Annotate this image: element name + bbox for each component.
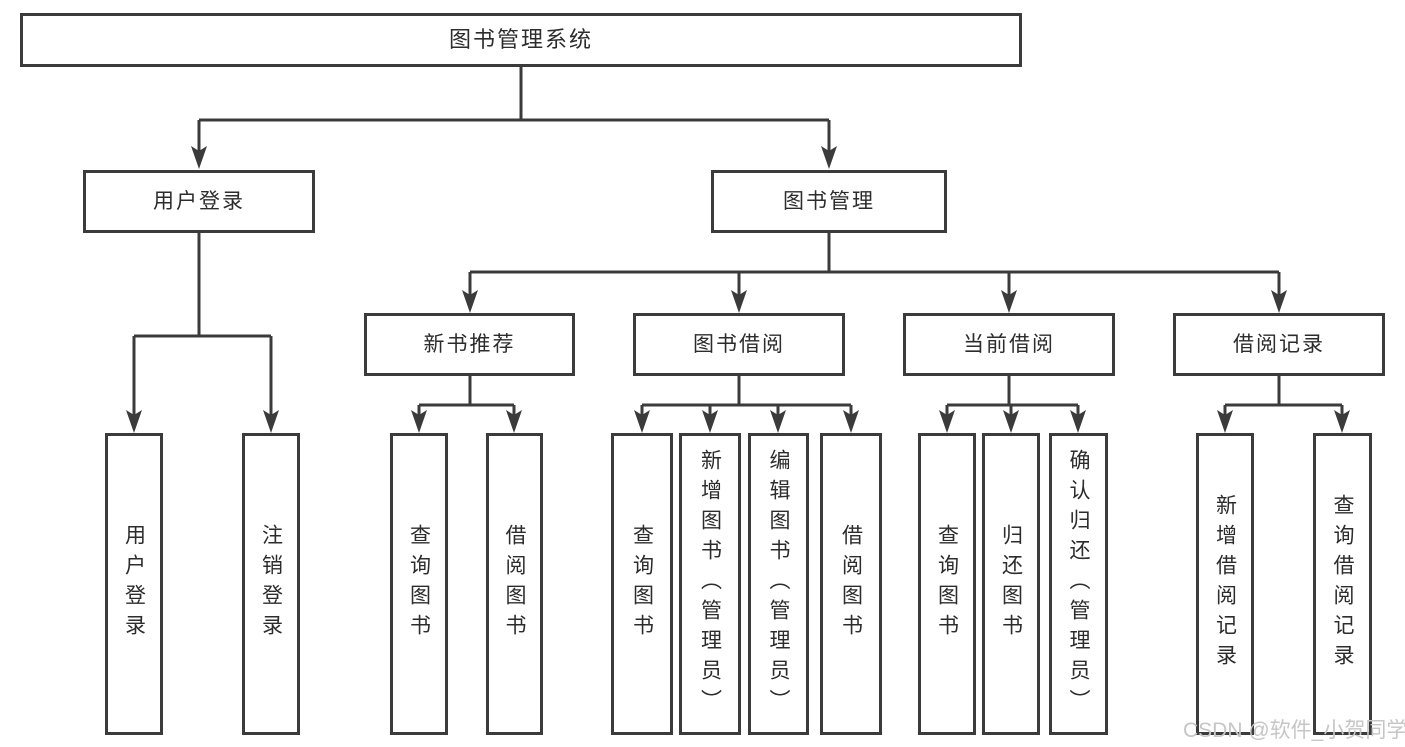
arrowhead bbox=[634, 410, 650, 433]
node-new-book-rec-label: 新书推荐 bbox=[423, 333, 516, 356]
node-leaf-bb-borrow-label: 借阅图书 bbox=[839, 524, 863, 644]
arrowhead bbox=[1334, 410, 1350, 433]
node-book-borrow-label: 图书借阅 bbox=[693, 333, 785, 356]
arrowhead bbox=[770, 410, 786, 433]
arrowhead bbox=[1271, 290, 1287, 313]
node-leaf-br-add-label: 新增借阅记录 bbox=[1213, 494, 1237, 674]
connector-user-login-branch bbox=[132, 233, 273, 417]
node-book-borrow: 图书借阅 bbox=[633, 313, 845, 376]
arrowhead bbox=[411, 410, 427, 433]
arrowhead bbox=[843, 410, 859, 433]
arrowhead bbox=[731, 290, 747, 313]
node-leaf-bb-edit: 编辑图书（管理员） bbox=[748, 433, 809, 735]
node-leaf-bb-add-label: 新增图书（管理员） bbox=[698, 449, 722, 719]
node-borrow-records-label: 借阅记录 bbox=[1233, 333, 1325, 356]
connector-current-borrow-branch bbox=[945, 376, 1080, 417]
node-leaf-cb-query: 查询图书 bbox=[918, 433, 976, 735]
arrowhead bbox=[462, 290, 478, 313]
node-current-borrow-label: 当前借阅 bbox=[963, 333, 1055, 356]
node-leaf-user-login-label: 用户登录 bbox=[122, 524, 146, 644]
node-leaf-user-login: 用户登录 bbox=[105, 433, 163, 735]
node-leaf-bb-edit-label: 编辑图书（管理员） bbox=[767, 449, 790, 719]
connector-root-branch bbox=[197, 67, 831, 153]
node-book-mgmt: 图书管理 bbox=[711, 170, 947, 233]
node-borrow-records: 借阅记录 bbox=[1173, 313, 1385, 376]
node-leaf-nb-borrow: 借阅图书 bbox=[486, 433, 543, 735]
arrowhead bbox=[191, 146, 207, 169]
node-root: 图书管理系统 bbox=[20, 13, 1022, 67]
node-leaf-nb-query: 查询图书 bbox=[390, 433, 448, 735]
arrowhead bbox=[1217, 410, 1233, 433]
node-new-book-rec: 新书推荐 bbox=[364, 313, 575, 376]
arrowhead bbox=[1001, 290, 1017, 313]
node-leaf-br-query-label: 查询借阅记录 bbox=[1331, 494, 1354, 674]
arrowhead bbox=[821, 146, 837, 169]
arrowhead bbox=[506, 410, 522, 433]
node-leaf-bb-query: 查询图书 bbox=[611, 433, 673, 735]
node-leaf-bb-add: 新增图书（管理员） bbox=[679, 433, 741, 735]
node-leaf-cb-query-label: 查询图书 bbox=[935, 524, 959, 644]
node-leaf-br-add: 新增借阅记录 bbox=[1196, 433, 1254, 735]
node-leaf-logout: 注销登录 bbox=[242, 433, 300, 735]
node-leaf-cb-confirm: 确认归还（管理员） bbox=[1049, 433, 1108, 735]
node-leaf-cb-return: 归还图书 bbox=[982, 433, 1040, 735]
node-leaf-bb-query-label: 查询图书 bbox=[630, 524, 654, 644]
connector-book-mgmt-branch bbox=[468, 233, 1281, 297]
arrowhead bbox=[702, 410, 718, 433]
node-user-login-label: 用户登录 bbox=[153, 190, 245, 213]
arrowhead bbox=[126, 410, 142, 433]
node-book-mgmt-label: 图书管理 bbox=[783, 190, 875, 213]
connector-new-book-branch bbox=[417, 376, 516, 417]
node-leaf-cb-confirm-label: 确认归还（管理员） bbox=[1067, 449, 1090, 719]
node-leaf-nb-borrow-label: 借阅图书 bbox=[503, 524, 526, 644]
arrowhead bbox=[939, 410, 955, 433]
node-leaf-nb-query-label: 查询图书 bbox=[407, 524, 431, 644]
connector-book-borrow-branch bbox=[640, 376, 853, 417]
csdn-watermark: CSDN @软件_小贺同学 bbox=[1183, 719, 1405, 742]
arrowhead bbox=[1003, 410, 1019, 433]
connector-borrow-records-branch bbox=[1223, 376, 1344, 417]
arrowhead bbox=[1070, 410, 1086, 433]
node-root-label: 图书管理系统 bbox=[448, 27, 593, 52]
node-current-borrow: 当前借阅 bbox=[903, 313, 1115, 376]
node-leaf-cb-return-label: 归还图书 bbox=[999, 524, 1023, 644]
node-user-login: 用户登录 bbox=[83, 170, 315, 233]
arrowhead bbox=[263, 410, 279, 433]
node-leaf-logout-label: 注销登录 bbox=[259, 524, 283, 644]
node-leaf-bb-borrow: 借阅图书 bbox=[820, 433, 882, 735]
node-leaf-br-query: 查询借阅记录 bbox=[1313, 433, 1372, 735]
